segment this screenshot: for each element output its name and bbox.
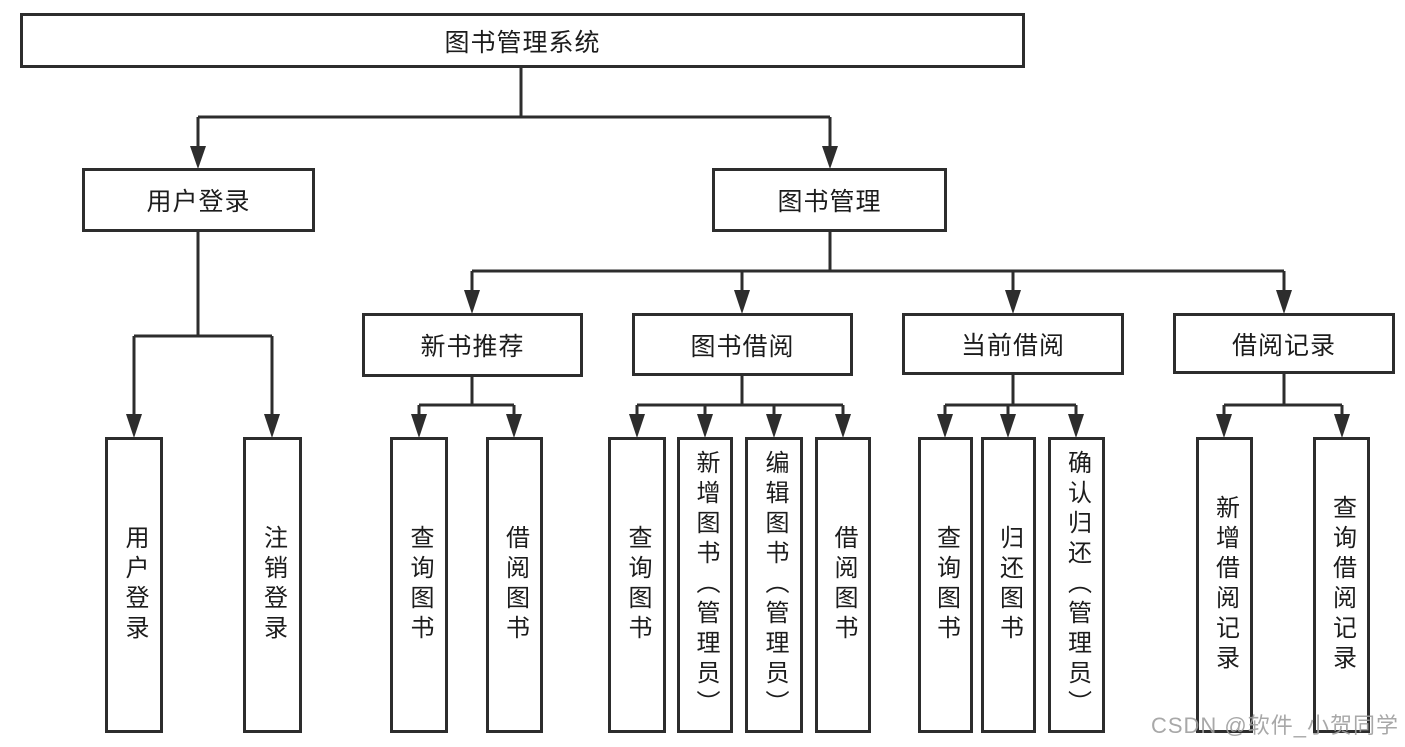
branch-new-book bbox=[411, 377, 522, 438]
leaf-add-books-admin: 新增图书（管理员） bbox=[677, 437, 733, 733]
leaf-query-books-3: 查询图书 bbox=[918, 437, 973, 733]
node-borrow-record: 借阅记录 bbox=[1173, 313, 1395, 374]
leaf-logout: 注销登录 bbox=[243, 437, 302, 733]
leaf-query-books-1: 查询图书 bbox=[390, 437, 448, 733]
leaf-confirm-return-admin: 确认归还（管理员） bbox=[1048, 437, 1105, 733]
leaf-edit-books-admin: 编辑图书（管理员） bbox=[745, 437, 803, 733]
node-root-library-system: 图书管理系统 bbox=[20, 13, 1025, 68]
leaf-query-borrow-record: 查询借阅记录 bbox=[1313, 437, 1370, 733]
leaf-user-login: 用户登录 bbox=[105, 437, 163, 733]
branch-current-borrow bbox=[937, 375, 1084, 438]
node-user-login: 用户登录 bbox=[82, 168, 315, 232]
leaf-borrow-books-2: 借阅图书 bbox=[815, 437, 871, 733]
leaf-return-books: 归还图书 bbox=[981, 437, 1036, 733]
node-current-borrow: 当前借阅 bbox=[902, 313, 1124, 375]
branch-book-borrow bbox=[629, 376, 851, 438]
node-new-book-recommend: 新书推荐 bbox=[362, 313, 583, 377]
csdn-watermark: CSDN @软件_小贺同学 bbox=[1150, 713, 1399, 738]
leaf-borrow-books-1: 借阅图书 bbox=[486, 437, 543, 733]
branch-borrow-record bbox=[1216, 374, 1350, 438]
node-book-management: 图书管理 bbox=[712, 168, 947, 232]
branch-user-login bbox=[126, 232, 280, 438]
node-book-borrow: 图书借阅 bbox=[632, 313, 853, 376]
branch-root bbox=[190, 68, 838, 169]
leaf-query-books-2: 查询图书 bbox=[608, 437, 666, 733]
leaf-add-borrow-record: 新增借阅记录 bbox=[1196, 437, 1253, 733]
branch-book-management bbox=[464, 232, 1292, 314]
